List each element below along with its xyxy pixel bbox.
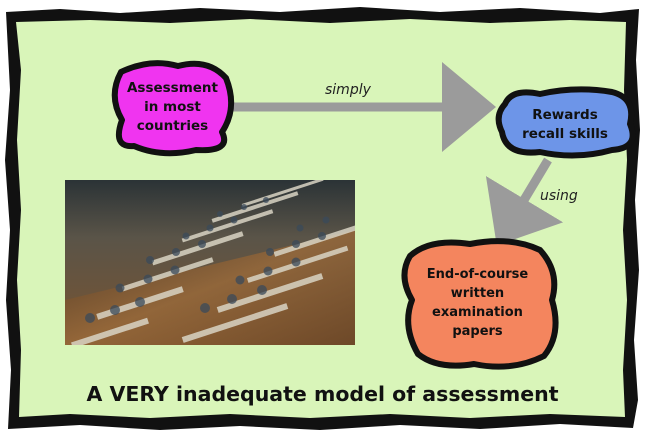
node-assessment-shape xyxy=(111,60,235,157)
node-papers-label: End-of-course written examination papers xyxy=(426,267,529,339)
node-assessment: Assessment in most countries xyxy=(115,60,230,155)
exam-hall-photo xyxy=(65,180,355,345)
edge-label-simply: simply xyxy=(325,82,371,98)
node-rewards: Rewards recall skills xyxy=(495,90,635,160)
node-assessment-label: Assessment in most countries xyxy=(126,80,219,134)
edge-label-using: using xyxy=(540,188,578,204)
node-papers-shape xyxy=(401,238,559,370)
arrow-using xyxy=(485,157,564,246)
node-rewards-shape xyxy=(495,86,636,159)
node-rewards-label: Rewards recall skills xyxy=(522,107,608,142)
node-papers: End-of-course written examination papers xyxy=(400,238,555,368)
caption: A VERY inadequate model of assessment xyxy=(86,382,559,406)
